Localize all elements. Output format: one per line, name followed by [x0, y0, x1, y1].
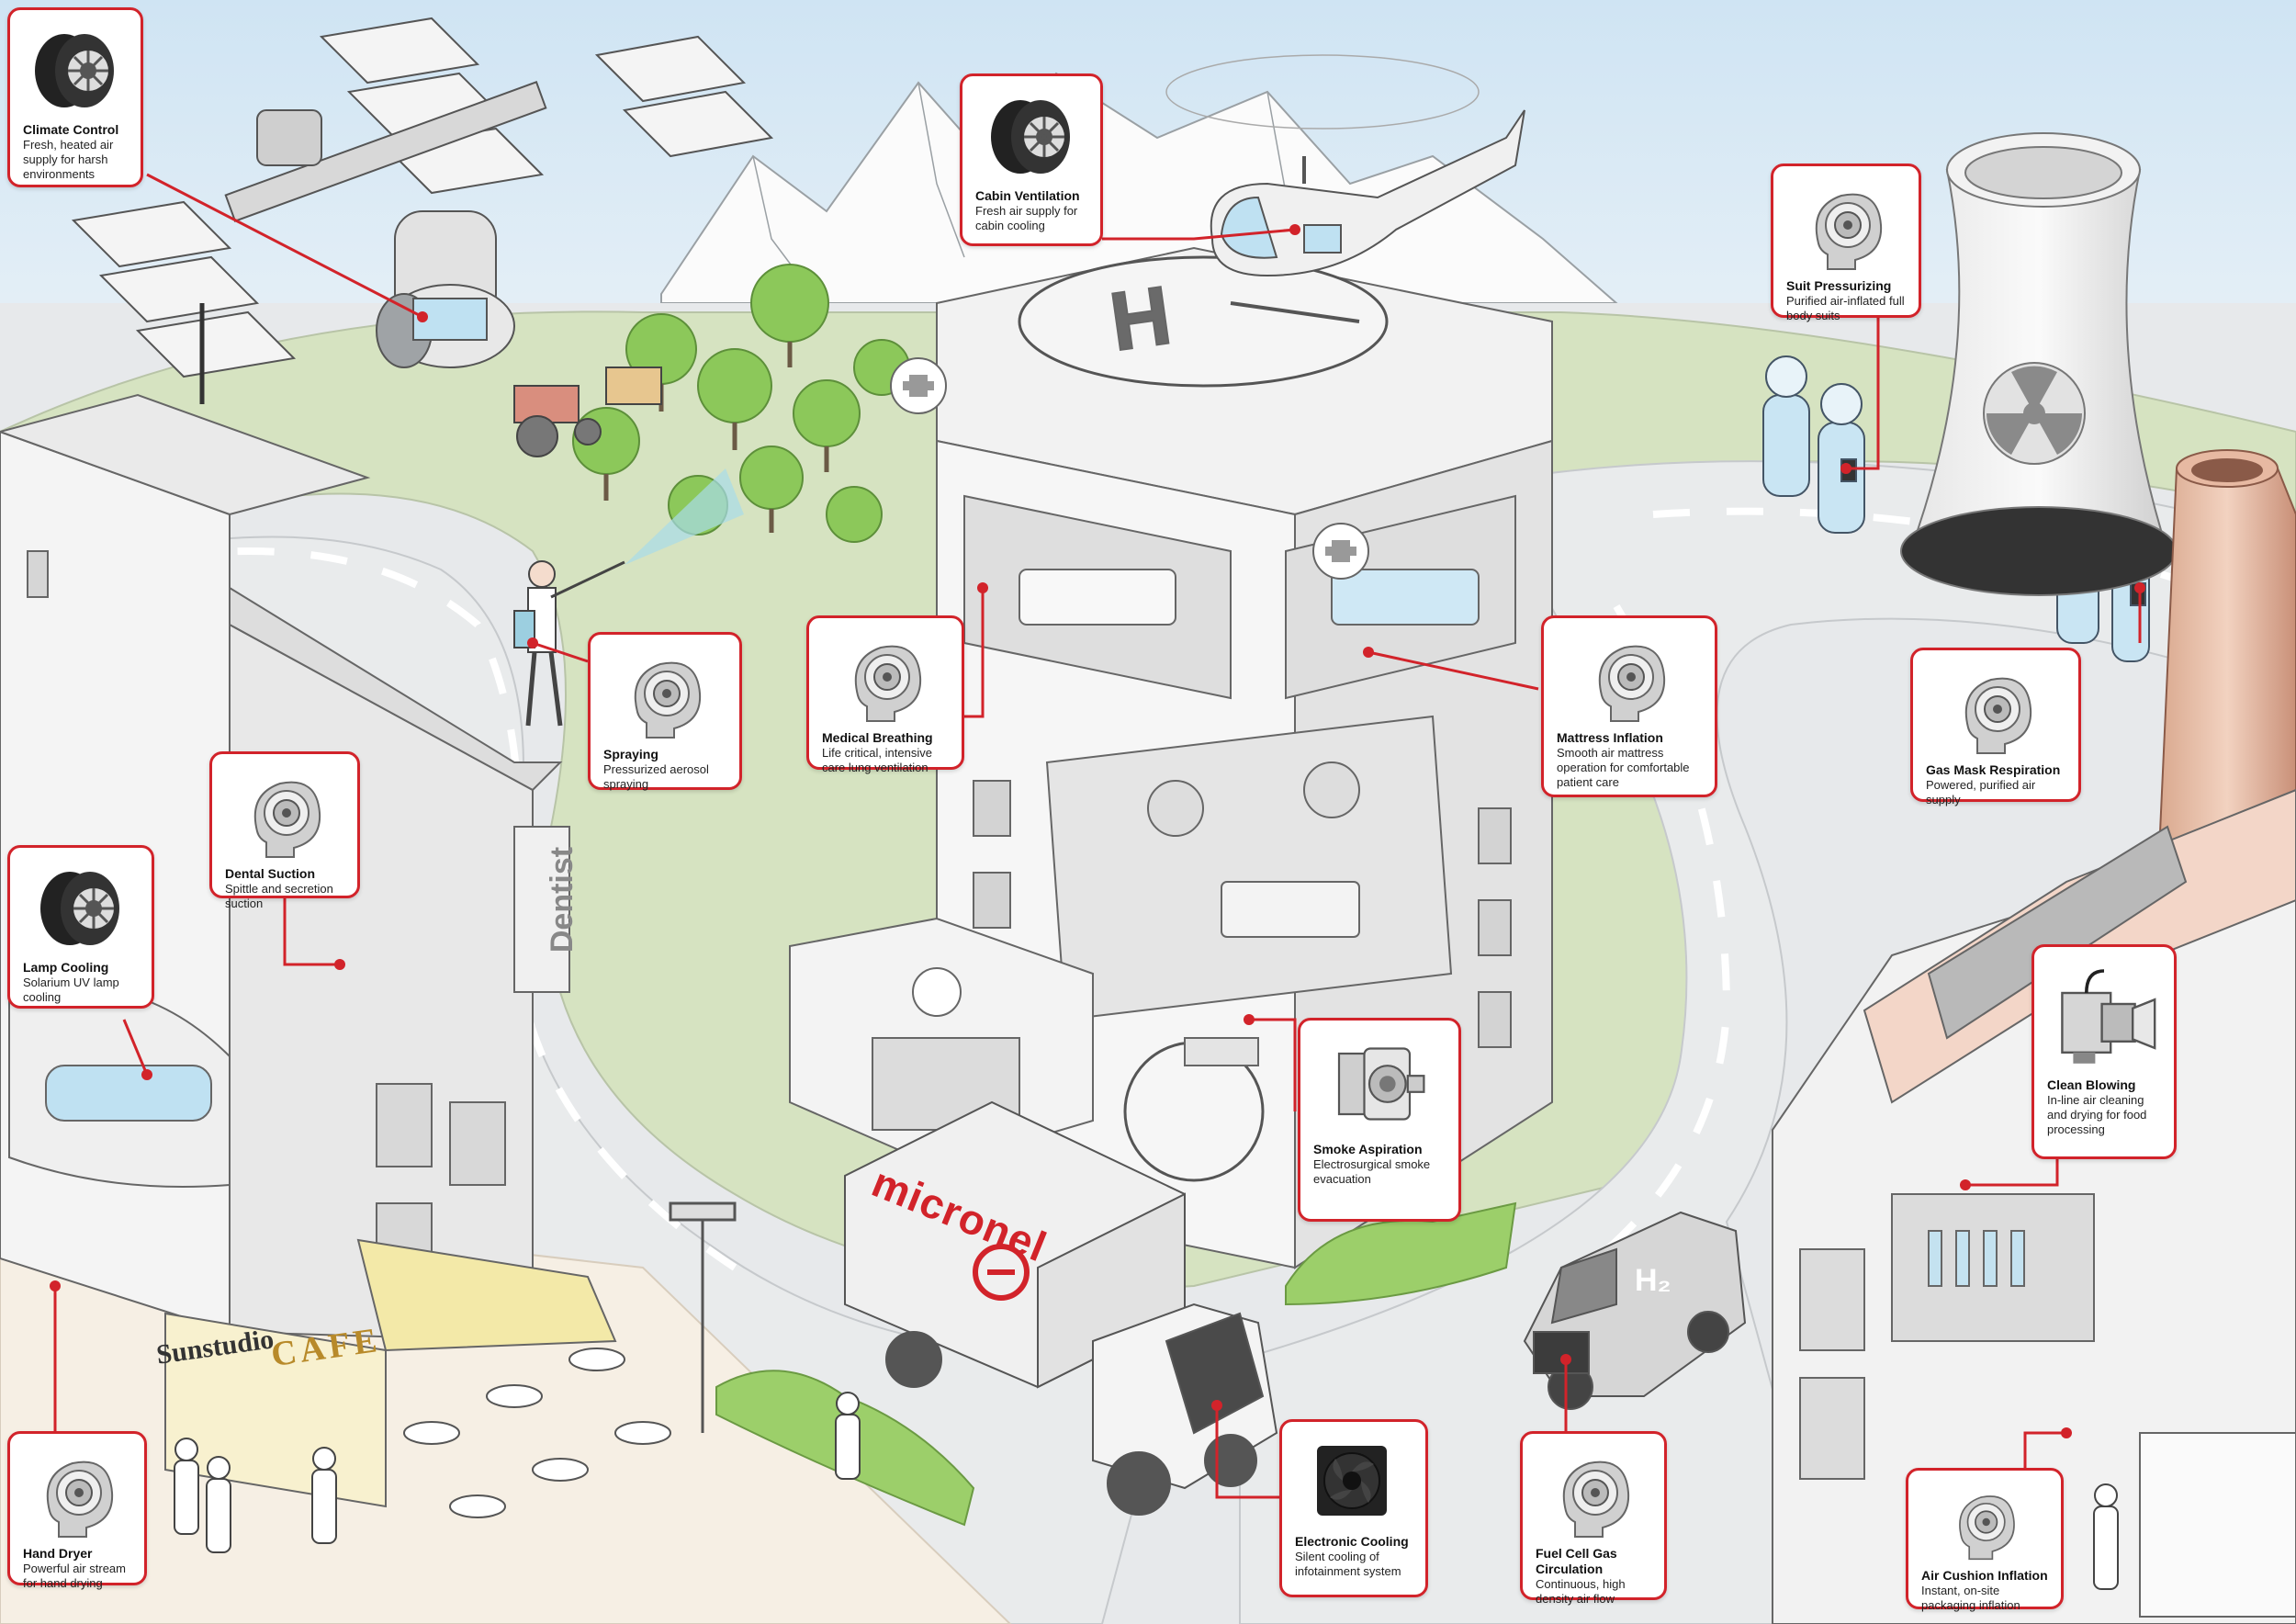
chimney — [2156, 449, 2296, 874]
centrifugal-blower-icon — [1964, 677, 2032, 754]
hydrogen-van — [1523, 1211, 1747, 1410]
callout-dental-suction: Dental Suction Spittle and secretion suc… — [209, 751, 360, 910]
callout-desc: Spittle and secretion suction — [225, 882, 333, 910]
callout-hand-dryer: Hand Dryer Powerful air stream for hand … — [7, 1431, 147, 1590]
centrifugal-blower-icon — [1959, 1495, 2015, 1561]
callout-cabin-ventilation: Cabin Ventilation Fresh air supply for c… — [960, 73, 1103, 246]
mountains — [660, 72, 1619, 304]
callout-desc: In-line air cleaning and drying for food… — [2047, 1093, 2147, 1136]
callout-desc: Smooth air mattress operation for comfor… — [1557, 746, 1690, 789]
callout-desc: Fresh, heated air supply for harsh envir… — [23, 138, 114, 181]
callout-title: Cabin Ventilation — [975, 188, 1080, 203]
callout-lamp-cooling: Lamp Cooling Solarium UV lamp cooling — [7, 845, 154, 1009]
callout-title: Climate Control — [23, 122, 119, 137]
callout-title: Suit Pressurizing — [1786, 278, 1892, 293]
street-lamp — [669, 1201, 737, 1433]
callout-desc: Instant, on-site packaging inflation — [1921, 1584, 2020, 1612]
hospital-tower: H — [789, 246, 1553, 1269]
tree-group — [572, 264, 910, 543]
callout-desc: Solarium UV lamp cooling — [23, 976, 119, 1004]
callout-air-cushion: Air Cushion Inflation Instant, on-site p… — [1906, 1468, 2064, 1612]
callout-title: Hand Dryer — [23, 1546, 93, 1561]
tractor — [513, 367, 662, 457]
cooling-tower — [1900, 132, 2178, 596]
callout-title: Spraying — [603, 747, 658, 761]
pedestrians — [174, 1392, 2119, 1590]
callout-smoke-aspiration: Smoke Aspiration Electrosurgical smoke e… — [1298, 1018, 1461, 1222]
callout-title: Mattress Inflation — [1557, 730, 1663, 745]
space-station — [71, 17, 774, 404]
connector-lines — [53, 173, 2142, 1516]
inline-blower-icon — [2061, 969, 2156, 1064]
callout-title: Medical Breathing — [822, 730, 933, 745]
dentist-sign: Dentist — [545, 846, 580, 953]
svg-text:H: H — [1105, 269, 1176, 368]
radial-blower-icon — [35, 34, 114, 107]
callout-mattress-inflation: Mattress Inflation Smooth air mattress o… — [1541, 615, 1717, 797]
callout-desc: Purified air-inflated full body suits — [1786, 294, 1905, 322]
callout-title: Air Cushion Inflation — [1921, 1568, 2048, 1583]
h2-label: H₂ — [1635, 1263, 1671, 1298]
spray-worker — [513, 468, 744, 727]
callout-desc: Life critical, intensive care lung venti… — [822, 746, 932, 774]
callout-desc: Silent cooling of infotainment system — [1295, 1550, 1401, 1578]
delivery-truck — [844, 1100, 1278, 1516]
centrifugal-blower-icon — [253, 781, 321, 858]
radial-blower-icon — [991, 100, 1070, 174]
callout-gas-mask-respiration: Gas Mask Respiration Powered, purified a… — [1910, 648, 2081, 806]
callout-desc: Powered, purified air supply — [1926, 778, 2036, 806]
callout-climate-control: Climate Control Fresh, heated air supply… — [7, 7, 143, 187]
callout-title: Clean Blowing — [2047, 1077, 2136, 1092]
callout-spraying: Spraying Pressurized aerosol spraying — [588, 632, 742, 791]
callout-title: Fuel Cell Gas Circulation — [1536, 1546, 1617, 1576]
callout-title: Electronic Cooling — [1295, 1534, 1409, 1549]
centrifugal-blower-icon — [1815, 193, 1883, 270]
centrifugal-blower-icon — [854, 645, 922, 722]
suction-pump-icon — [1337, 1047, 1425, 1121]
helicopter — [1165, 54, 1525, 323]
callout-fuel-cell: Fuel Cell Gas Circulation Continuous, hi… — [1520, 1431, 1667, 1606]
callout-electronic-cooling: Electronic Cooling Silent cooling of inf… — [1279, 1419, 1428, 1597]
helipad — [1018, 255, 1389, 388]
callout-title: Gas Mask Respiration — [1926, 762, 2061, 777]
centrifugal-blower-icon — [634, 661, 702, 739]
centrifugal-blower-icon — [46, 1460, 114, 1538]
callout-title: Smoke Aspiration — [1313, 1142, 1423, 1156]
callout-desc: Fresh air supply for cabin cooling — [975, 204, 1078, 232]
cafe-tables — [403, 1348, 671, 1518]
callout-clean-blowing: Clean Blowing In-line air cleaning and d… — [2032, 944, 2177, 1159]
callout-desc: Continuous, high density air flow — [1536, 1577, 1626, 1606]
centrifugal-blower-icon — [1598, 645, 1666, 722]
callout-desc: Powerful air stream for hand drying — [23, 1562, 126, 1590]
centrifugal-blower-icon — [1562, 1460, 1630, 1538]
callout-title: Dental Suction — [225, 866, 316, 881]
callout-medical-breathing: Medical Breathing Life critical, intensi… — [806, 615, 964, 774]
axial-fan-icon — [1317, 1446, 1387, 1516]
callout-desc: Pressurized aerosol spraying — [603, 762, 709, 791]
callout-title: Lamp Cooling — [23, 960, 109, 975]
radial-blower-icon — [40, 872, 119, 945]
callout-suit-pressurizing: Suit Pressurizing Purified air-inflated … — [1771, 164, 1921, 322]
callout-desc: Electrosurgical smoke evacuation — [1313, 1157, 1431, 1186]
